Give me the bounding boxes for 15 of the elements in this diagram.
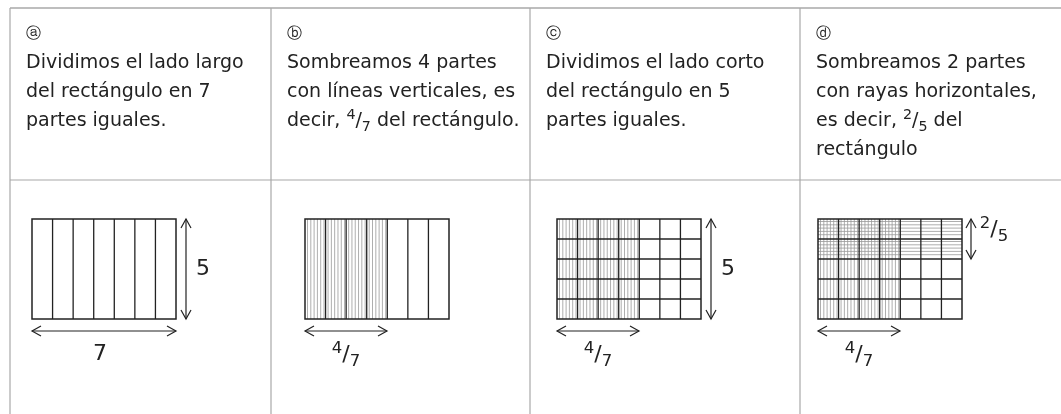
step-letter: ⓒ [546,24,561,42]
step-description: Dividimos el lado corto del rectángulo en 5 partes iguales. [546,49,766,132]
step-description: Sombreamos 2 partes con rayas horizontales, es decir, $^{2}$/$_{5}$ del rectángulo [816,49,1038,161]
dimension-label: $^{4}$/$_{7}$ [331,343,361,365]
step-letter: ⓐ [26,24,41,42]
dimension-label: 5 [196,257,210,279]
step-description: Dividimos el lado largo del rectángulo en 7 partes iguales. [26,49,245,132]
step-letter: ⓑ [287,24,302,42]
dimension-label: 7 [93,342,107,364]
dimension-label: 5 [721,257,735,279]
step-letter: ⓓ [816,24,831,42]
dimension-label: $^{2}$/$_{5}$ [979,218,1009,240]
dimension-label: $^{4}$/$_{7}$ [844,343,874,365]
step-description: Sombreamos 4 partes con líneas verticales, es decir, $^{4}$/$_{7}$ del rectángulo. [287,49,521,134]
dimension-label: $^{4}$/$_{7}$ [583,343,613,365]
